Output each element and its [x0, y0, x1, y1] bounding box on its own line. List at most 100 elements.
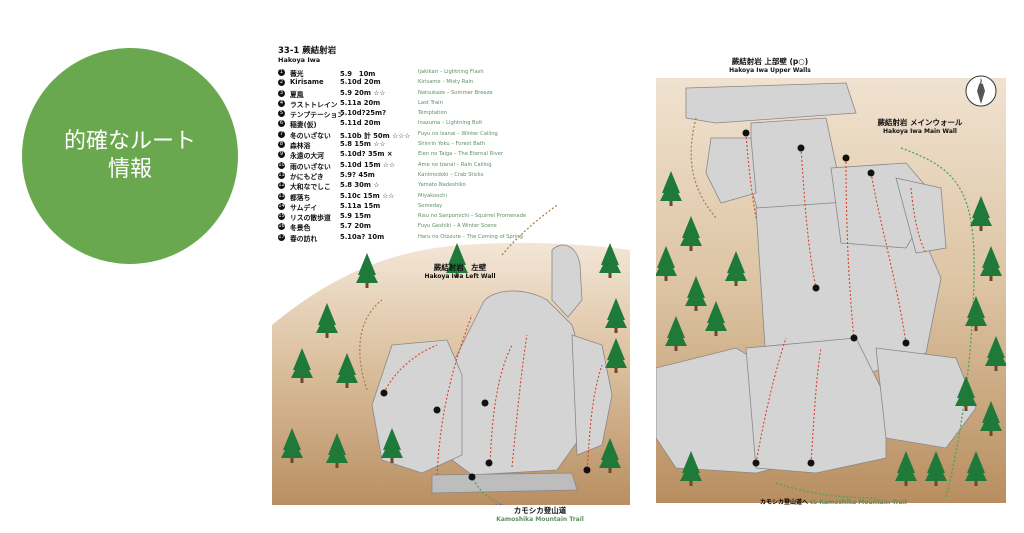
- route-number: 14: [278, 202, 285, 210]
- route-row: 9 永遠の大河 5.10d? 35m × Eien no Taiga – The Et…: [278, 150, 538, 160]
- main-wall-map: [656, 78, 1006, 503]
- legend-subtitle: Hakoya Iwa: [278, 56, 321, 64]
- route-grade: 5.10c 15m ☆☆: [340, 191, 395, 200]
- route-english-name: Ijakikari – Lightning Flash: [418, 69, 484, 75]
- upper-walls-title: 蕨結射岩 上部壁 (p○) Hakoya Iwa Upper Walls: [700, 56, 840, 74]
- route-grade: 5.8 15m ☆☆: [340, 140, 386, 149]
- route-name: 永遠の大河: [290, 152, 324, 161]
- route-legend: 33-1 蕨結射岩 Hakoya Iwa 1 薇光 5.9 10m Ijakikari…: [278, 44, 538, 243]
- route-number: 3: [278, 89, 285, 97]
- route-grade: 5.9 10m: [340, 70, 376, 78]
- route-name: サムデイ: [290, 203, 318, 212]
- route-grade: 5.11a 15m: [340, 201, 381, 210]
- compass-label: N: [979, 80, 983, 86]
- route-english-name: Inazuma – Lightning Bolt: [418, 120, 483, 127]
- left-wall-title-en: Hakoya Iwa Left Wall: [424, 273, 496, 280]
- trail-right-label: カモシカ登山道へ to Kamoshika Mountain Trail: [760, 497, 907, 506]
- route-grade: 5.10d 15m ☆☆: [340, 160, 396, 169]
- route-name: 稲妻(仮): [290, 121, 317, 130]
- route-grade: 5.10a? 10m: [340, 232, 385, 241]
- route-grade: 5.9 15m: [340, 212, 371, 221]
- route-english-name: Kirisame – Misty Rain: [418, 79, 474, 86]
- trail-lines: [690, 117, 975, 499]
- route-grade: 5.10d?25m?: [340, 109, 387, 118]
- route-number: 1: [278, 69, 285, 76]
- route-number: 17: [278, 233, 285, 241]
- route-number: 5: [278, 110, 285, 118]
- main-wall-title-en: Hakoya Iwa Main Wall: [883, 128, 957, 135]
- route-english-name: Temptation: [418, 110, 447, 117]
- route-english-name: Last Train: [418, 99, 443, 106]
- route-english-name: Yamato Nadeshiko: [418, 182, 466, 189]
- left-wall-title: 蕨結射岩 左壁 Hakoya Iwa Left Wall: [400, 262, 520, 280]
- route-english-name: Eien no Taiga – The Eternal River: [418, 151, 504, 158]
- route-name: ラストトレイン: [290, 100, 338, 109]
- badge-line-1: 的確なルート: [63, 129, 196, 154]
- route-lines: [745, 132, 927, 464]
- route-grade: 5.11d 20m: [340, 119, 381, 128]
- route-grade: 5.9 20m ☆☆: [340, 88, 386, 97]
- trail-left-en: Kamoshika Mountain Trail: [496, 516, 584, 523]
- route-lines: [383, 314, 603, 476]
- left-wall-title-jp: 蕨結射岩 左壁: [433, 263, 487, 272]
- route-name: 冬景色: [290, 224, 311, 233]
- route-grade: 5.9? 45m: [340, 170, 375, 179]
- route-number: 10: [278, 161, 285, 169]
- route-row: 15 リスの散歩道 5.9 15m Risu no Sanpomichi – Squi…: [278, 212, 538, 222]
- route-name: 薇光: [290, 70, 304, 78]
- route-name: 都落ち: [290, 193, 311, 202]
- route-row: 17 春の訪れ 5.10a? 10m Haru no Otozure – The Co…: [278, 233, 538, 243]
- route-name: Kirisame: [290, 78, 324, 87]
- trail-left-label: カモシカ登山道 Kamoshika Mountain Trail: [490, 505, 590, 523]
- route-grade: 5.7 20m: [340, 222, 371, 231]
- route-row: 1 薇光 5.9 10m Ijakikari – Lightning Flash: [278, 68, 538, 78]
- route-name: 森林浴: [290, 142, 311, 151]
- route-grade: 5.8 30m ☆: [340, 181, 380, 190]
- route-row: 8 森林浴 5.8 15m ☆☆ Shinrin Yoku – Forest Bath: [278, 140, 538, 150]
- badge-line-2: 情報: [107, 157, 152, 182]
- route-name: リスの散歩道: [290, 214, 331, 223]
- info-badge: 的確なルート 情報: [22, 48, 238, 264]
- route-name: 春の訪れ: [290, 234, 318, 243]
- route-name: 大和なでしこ: [290, 183, 331, 192]
- trail-left-jp: カモシカ登山道: [513, 506, 567, 515]
- trail-lines: [359, 205, 559, 505]
- legend-title: 33-1 蕨結射岩: [278, 44, 538, 56]
- upper-walls-title-jp: 蕨結射岩 上部壁 (p○): [731, 57, 809, 66]
- route-grade: 5.10d? 35m ×: [340, 150, 393, 159]
- route-english-name: Haru no Otozure – The Coming of Spring: [418, 233, 523, 240]
- legend-code: 33-1: [278, 46, 300, 56]
- route-markers: [742, 129, 910, 467]
- route-english-name: Fuyu no Izanai – Winter Calling: [418, 130, 498, 137]
- trail-right-jp: カモシカ登山道へ: [760, 499, 809, 506]
- route-name: かにもどき: [290, 172, 324, 181]
- compass-icon: N: [965, 75, 997, 107]
- route-number: 16: [278, 223, 285, 231]
- route-english-name: Risu no Sanpomichi – Squirrel Promenade: [418, 213, 527, 220]
- route-number: 12: [278, 182, 285, 190]
- route-english-name: Miyakoochi: [418, 192, 447, 199]
- route-english-name: Shinrin Yoku – Forest Bath: [418, 141, 486, 148]
- route-grade: 5.11a 20m: [340, 98, 381, 107]
- route-number: 8: [278, 141, 285, 149]
- trail-right-en: to Kamoshika Mountain Trail: [810, 499, 907, 506]
- route-name: 冬のいざない: [290, 131, 331, 140]
- route-grade: 5.10d 20m: [340, 78, 381, 87]
- main-wall-title-jp: 蕨結射岩 メインウォール: [877, 118, 963, 127]
- route-english-name: Someday: [418, 202, 443, 209]
- route-number: 15: [278, 213, 285, 221]
- left-wall-map: [272, 205, 630, 505]
- route-number: 9: [278, 151, 285, 159]
- route-english-name: Natsukaze – Summer Breeze: [418, 89, 493, 96]
- route-name: 雨のいざない: [290, 162, 331, 171]
- route-row: 14 サムデイ 5.11a 15m Someday: [278, 202, 538, 212]
